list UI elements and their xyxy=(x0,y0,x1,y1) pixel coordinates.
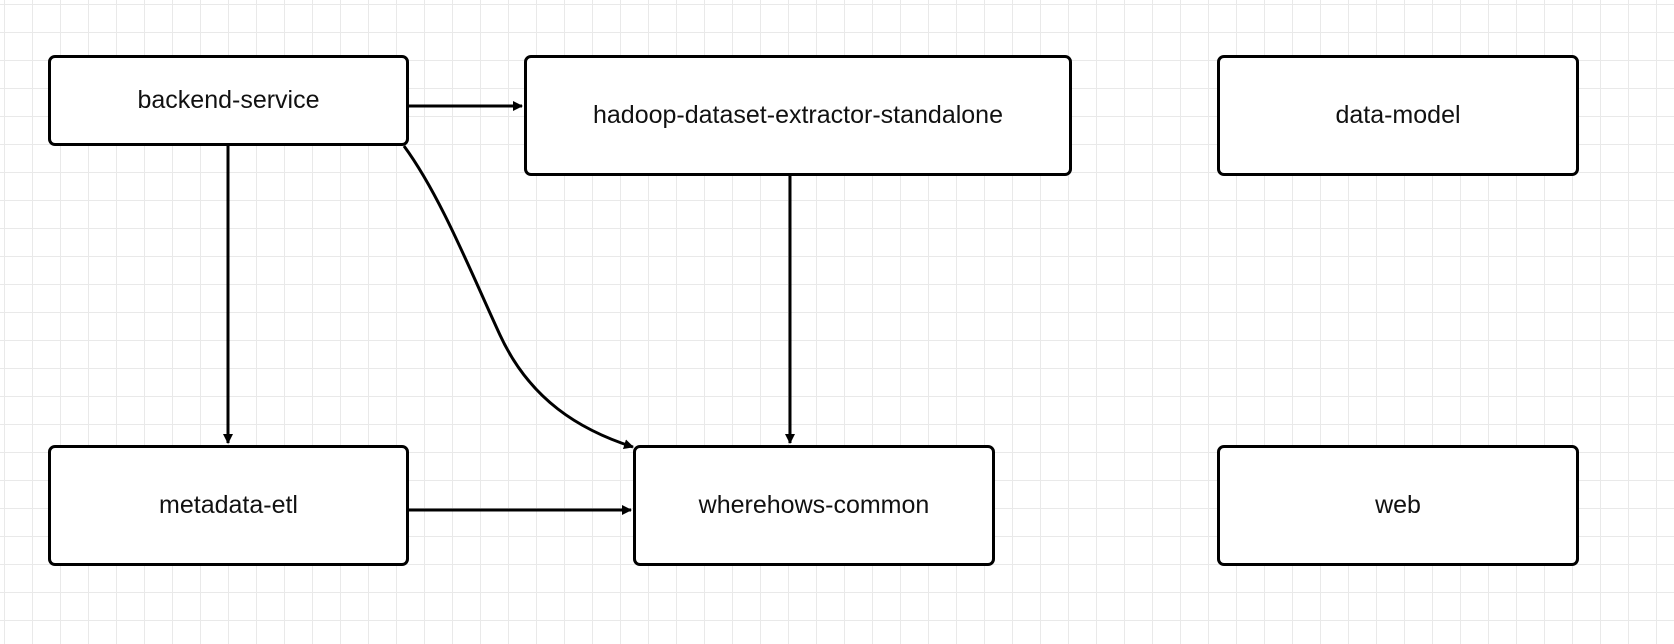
node-label: hadoop-dataset-extractor-standalone xyxy=(593,101,1003,129)
node-hadoop-dataset-extractor-standalone[interactable]: hadoop-dataset-extractor-standalone xyxy=(524,55,1072,176)
node-data-model[interactable]: data-model xyxy=(1217,55,1579,176)
node-label: data-model xyxy=(1335,101,1461,129)
node-backend-service[interactable]: backend-service xyxy=(48,55,409,146)
node-metadata-etl[interactable]: metadata-etl xyxy=(48,445,409,566)
node-label: backend-service xyxy=(137,86,320,114)
node-web[interactable]: web xyxy=(1217,445,1579,566)
edge-backend-to-wherehows xyxy=(402,145,634,450)
node-label: web xyxy=(1375,491,1421,519)
node-label: metadata-etl xyxy=(159,491,298,519)
node-label: wherehows-common xyxy=(698,491,930,519)
node-wherehows-common[interactable]: wherehows-common xyxy=(633,445,995,566)
